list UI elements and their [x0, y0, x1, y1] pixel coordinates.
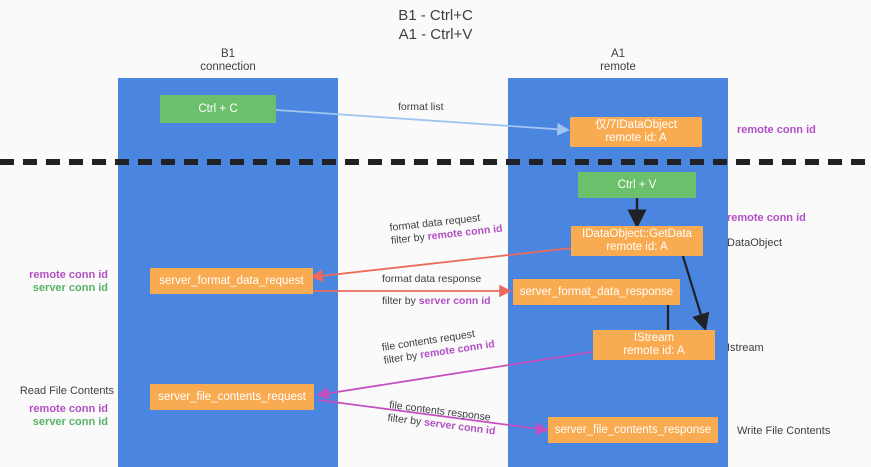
edge-label-file-contents-request: file contents request filter by remote c… [381, 325, 496, 367]
box-getdata-line2: remote id: A [606, 241, 668, 253]
edge-label-format-data-request: format data request filter by remote con… [389, 210, 503, 248]
column-header-b1-name: B1 [220, 48, 236, 60]
box-server-file-contents-response[interactable]: server_file_contents_response [548, 417, 718, 443]
edge-label-format-data-response-line2: filter by server conn id [382, 295, 491, 308]
edge-label-format-list-line1: format list [398, 101, 444, 113]
annotation-istream: Istream [727, 342, 764, 354]
box-idataobject[interactable]: 仅/7IDataObject remote id: A [570, 117, 702, 147]
annotation-left-remote-conn-id-bot: remote conn id [29, 403, 108, 415]
box-server-file-contents-response-line1: server_file_contents_response [554, 423, 712, 436]
annotation-left-remote-conn-id-mid: remote conn id [29, 269, 108, 281]
box-ctrl-v[interactable]: Ctrl + V [578, 172, 696, 198]
column-header-a1-name: A1 [610, 48, 626, 60]
annotation-remote-conn-id-mid: remote conn id [727, 212, 806, 224]
annotation-left-server-conn-id-mid: server conn id [32, 282, 108, 294]
box-ctrl-v-line1: Ctrl + V [617, 178, 657, 191]
filter-by-prefix-1: filter by [390, 230, 429, 247]
box-istream-line1: IStream [633, 332, 675, 344]
title-line-1: B1 - Ctrl+C [398, 7, 473, 24]
box-idataobject-line2: remote id: A [605, 132, 667, 144]
box-getdata[interactable]: IDataObject::GetData remote id: A [571, 226, 703, 256]
page-title: B1 - Ctrl+C A1 - Ctrl+V [0, 6, 871, 44]
column-header-a1: A1 remote [508, 48, 728, 74]
box-istream-line2: remote id: A [623, 345, 685, 357]
annotation-read-file-contents: Read File Contents [19, 385, 114, 397]
column-header-b1: B1 connection [118, 48, 338, 74]
box-ctrl-c-line1: Ctrl + C [198, 102, 238, 115]
edge-label-format-list: format list [398, 101, 444, 114]
edge-label-file-contents-response: file contents response filter by server … [387, 399, 498, 438]
box-server-format-data-request[interactable]: server_format_data_request [150, 268, 313, 294]
box-server-format-data-response[interactable]: server_format_data_response [513, 279, 680, 305]
box-ctrl-c[interactable]: Ctrl + C [160, 95, 276, 123]
title-line-2: A1 - Ctrl+V [398, 26, 473, 43]
box-getdata-line1: IDataObject::GetData [582, 228, 692, 240]
box-istream[interactable]: IStream remote id: A [593, 330, 715, 360]
annotation-remote-conn-id-top: remote conn id [737, 124, 816, 136]
box-server-format-data-response-line1: server_format_data_response [519, 285, 674, 298]
edge-label-format-data-response-line1: format data response [382, 273, 482, 285]
edge-label-format-data-response: format data response filter by server co… [382, 273, 491, 308]
annotation-dataobject: DataObject [727, 237, 783, 249]
box-idataobject-line1: 仅/7IDataObject [595, 119, 677, 131]
keyword-server-conn-id-1: server conn id [418, 295, 491, 307]
column-header-b1-sub: connection [200, 61, 256, 73]
box-server-file-contents-request-line1: server_file_contents_request [158, 390, 306, 403]
annotation-write-file-contents: Write File Contents [737, 425, 831, 437]
annotation-left-server-conn-id-bot: server conn id [32, 416, 108, 428]
column-header-a1-sub: remote [600, 61, 636, 73]
box-server-format-data-request-line1: server_format_data_request [159, 274, 304, 287]
filter-by-prefix-2: filter by [382, 295, 419, 307]
box-server-file-contents-request[interactable]: server_file_contents_request [150, 384, 314, 410]
